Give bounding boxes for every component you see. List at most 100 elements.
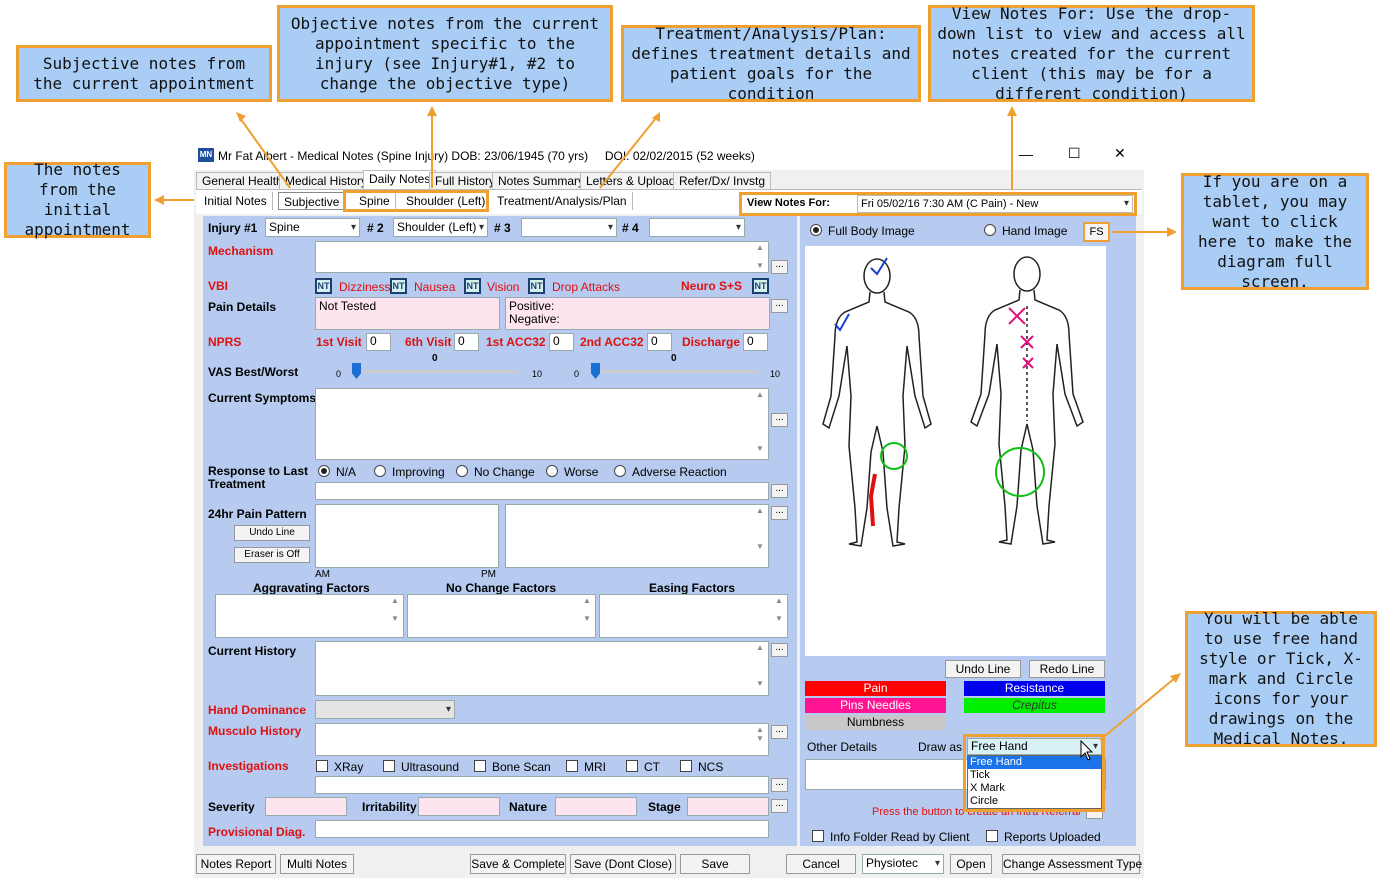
tab-refer-dx[interactable]: Refer/Dx/ Invstg xyxy=(673,172,772,189)
tab-general-health[interactable]: General Health xyxy=(196,172,289,189)
current-symptoms-textarea[interactable]: ▲▼ xyxy=(315,388,769,460)
injury4-select[interactable]: ▾ xyxy=(649,218,745,237)
change-assessment-type-button[interactable]: Change Assessment Type xyxy=(1002,854,1142,874)
draw-option-circle[interactable]: Circle xyxy=(970,795,999,807)
open-button[interactable]: Open xyxy=(950,854,992,874)
reports-uploaded-checkbox[interactable] xyxy=(986,830,998,842)
mri-checkbox[interactable] xyxy=(566,760,578,772)
maximize-button[interactable]: ☐ xyxy=(1068,145,1081,161)
save-complete-button[interactable]: Save & Complete xyxy=(470,854,566,874)
scrollbar[interactable]: ▲▼ xyxy=(756,390,764,453)
injury3-select[interactable]: ▾ xyxy=(521,218,617,237)
response-na-radio[interactable] xyxy=(318,465,330,477)
stage-input[interactable] xyxy=(687,797,769,816)
investigations-more-button[interactable]: ... xyxy=(771,778,788,792)
redo-line-button[interactable]: Redo Line xyxy=(1029,660,1105,678)
pain-details-more-button[interactable]: ... xyxy=(771,299,788,313)
ncs-checkbox[interactable] xyxy=(680,760,692,772)
physiotec-select[interactable]: Physiotec▾ xyxy=(862,854,944,874)
easing-textarea[interactable]: ▲▼ xyxy=(599,594,788,638)
second-acc-input[interactable]: 0 xyxy=(647,333,672,351)
scrollbar[interactable]: ▲▼ xyxy=(756,725,764,743)
scrollbar[interactable]: ▲▼ xyxy=(391,596,399,623)
provisional-diag-input[interactable] xyxy=(315,820,769,838)
vas-worst-slider[interactable] xyxy=(591,363,600,379)
current-symptoms-more-button[interactable]: ... xyxy=(771,413,788,427)
subtab-spine[interactable]: Spine xyxy=(354,192,396,210)
pain-pattern-more-button[interactable]: ... xyxy=(771,506,788,520)
draw-option-x-mark[interactable]: X Mark xyxy=(970,782,1005,794)
eraser-button[interactable]: Eraser is Off xyxy=(234,547,310,563)
close-button[interactable]: ✕ xyxy=(1114,145,1126,161)
pins-needles-color-button[interactable]: Pins Needles xyxy=(805,698,946,713)
response-input[interactable] xyxy=(315,482,769,500)
view-notes-select[interactable]: Fri 05/02/16 7:30 AM (C Pain) - New▾ xyxy=(857,195,1133,213)
no-change-textarea[interactable]: ▲▼ xyxy=(407,594,596,638)
subtab-initial-notes[interactable]: Initial Notes xyxy=(199,192,273,210)
musculo-history-textarea[interactable]: ▲▼ xyxy=(315,723,769,756)
tab-medical-history[interactable]: Medical History xyxy=(279,172,374,189)
xray-checkbox[interactable] xyxy=(316,760,328,772)
minimize-button[interactable]: — xyxy=(1019,146,1033,162)
hand-image-radio[interactable] xyxy=(984,224,996,236)
subtab-shoulder-left[interactable]: Shoulder (Left) xyxy=(406,194,486,208)
save-button[interactable]: Save xyxy=(680,854,750,874)
response-no-change-radio[interactable] xyxy=(456,465,468,477)
subtab-treatment[interactable]: Treatment/Analysis/Plan xyxy=(492,192,633,210)
undo-line-diagram-button[interactable]: Undo Line xyxy=(945,660,1021,678)
tab-letters-uploads[interactable]: Letters & Uploads xyxy=(580,172,688,189)
investigations-input[interactable] xyxy=(315,776,769,794)
response-adverse-radio[interactable] xyxy=(614,465,626,477)
pain-color-button[interactable]: Pain xyxy=(805,681,946,696)
scrollbar[interactable]: ▲▼ xyxy=(756,243,764,270)
tab-notes-summary[interactable]: Notes Summary xyxy=(492,172,591,189)
full-body-radio[interactable] xyxy=(810,224,822,236)
tab-full-history[interactable]: Full History xyxy=(429,172,502,189)
nt-dizziness-toggle[interactable]: NT xyxy=(315,278,332,294)
save-dont-close-button[interactable]: Save (Dont Close) xyxy=(570,854,676,874)
severity-more-button[interactable]: ... xyxy=(771,799,788,813)
crepitus-color-button[interactable]: Crepitus xyxy=(964,698,1105,713)
cancel-button[interactable]: Cancel xyxy=(786,854,856,874)
response-more-button[interactable]: ... xyxy=(771,484,788,498)
notes-report-button[interactable]: Notes Report xyxy=(196,854,276,874)
first-acc-input[interactable]: 0 xyxy=(549,333,574,351)
current-history-textarea[interactable]: ▲▼ xyxy=(315,641,769,696)
injury1-select[interactable]: Spine▾ xyxy=(265,218,360,237)
mechanism-textarea[interactable]: ▲▼ xyxy=(315,241,769,273)
subtab-subjective[interactable]: Subjective xyxy=(278,192,346,210)
nt-vision-toggle[interactable]: NT xyxy=(464,278,481,294)
nature-input[interactable] xyxy=(555,797,637,816)
am-canvas[interactable] xyxy=(315,504,499,568)
nt-drop-attacks-toggle[interactable]: NT xyxy=(528,278,545,294)
hand-dominance-select[interactable]: ▾ xyxy=(315,700,455,719)
ct-checkbox[interactable] xyxy=(626,760,638,772)
response-improving-radio[interactable] xyxy=(374,465,386,477)
sixth-visit-input[interactable]: 0 xyxy=(454,333,479,351)
scrollbar[interactable]: ▲▼ xyxy=(756,643,764,688)
scrollbar[interactable]: ▲▼ xyxy=(756,506,764,551)
undo-line-button[interactable]: Undo Line xyxy=(234,525,310,541)
current-history-more-button[interactable]: ... xyxy=(771,643,788,657)
draw-option-free-hand[interactable]: Free Hand xyxy=(968,756,1101,769)
numbness-color-button[interactable]: Numbness xyxy=(805,715,946,730)
positive-negative-field[interactable]: Positive:Negative: xyxy=(505,297,770,330)
multi-notes-button[interactable]: Multi Notes xyxy=(280,854,354,874)
injury2-select[interactable]: Shoulder (Left)▾ xyxy=(393,218,488,237)
bone-scan-checkbox[interactable] xyxy=(474,760,486,772)
pain-details-field[interactable]: Not Tested xyxy=(315,297,500,330)
scrollbar[interactable]: ▲▼ xyxy=(775,596,783,623)
nt-neuro-toggle[interactable]: NT xyxy=(752,278,769,294)
draw-as-select[interactable]: Free Hand▾ xyxy=(967,738,1102,755)
pm-canvas[interactable]: ▲▼ xyxy=(505,504,769,568)
fullscreen-button[interactable]: FS xyxy=(1083,222,1110,242)
musculo-more-button[interactable]: ... xyxy=(771,725,788,739)
ultrasound-checkbox[interactable] xyxy=(383,760,395,772)
nt-nausea-toggle[interactable]: NT xyxy=(390,278,407,294)
scrollbar[interactable]: ▲▼ xyxy=(583,596,591,623)
aggravating-textarea[interactable]: ▲▼ xyxy=(215,594,404,638)
vas-best-slider[interactable] xyxy=(352,363,361,379)
draw-option-tick[interactable]: Tick xyxy=(970,769,990,781)
info-folder-checkbox[interactable] xyxy=(812,830,824,842)
resistance-color-button[interactable]: Resistance xyxy=(964,681,1105,696)
